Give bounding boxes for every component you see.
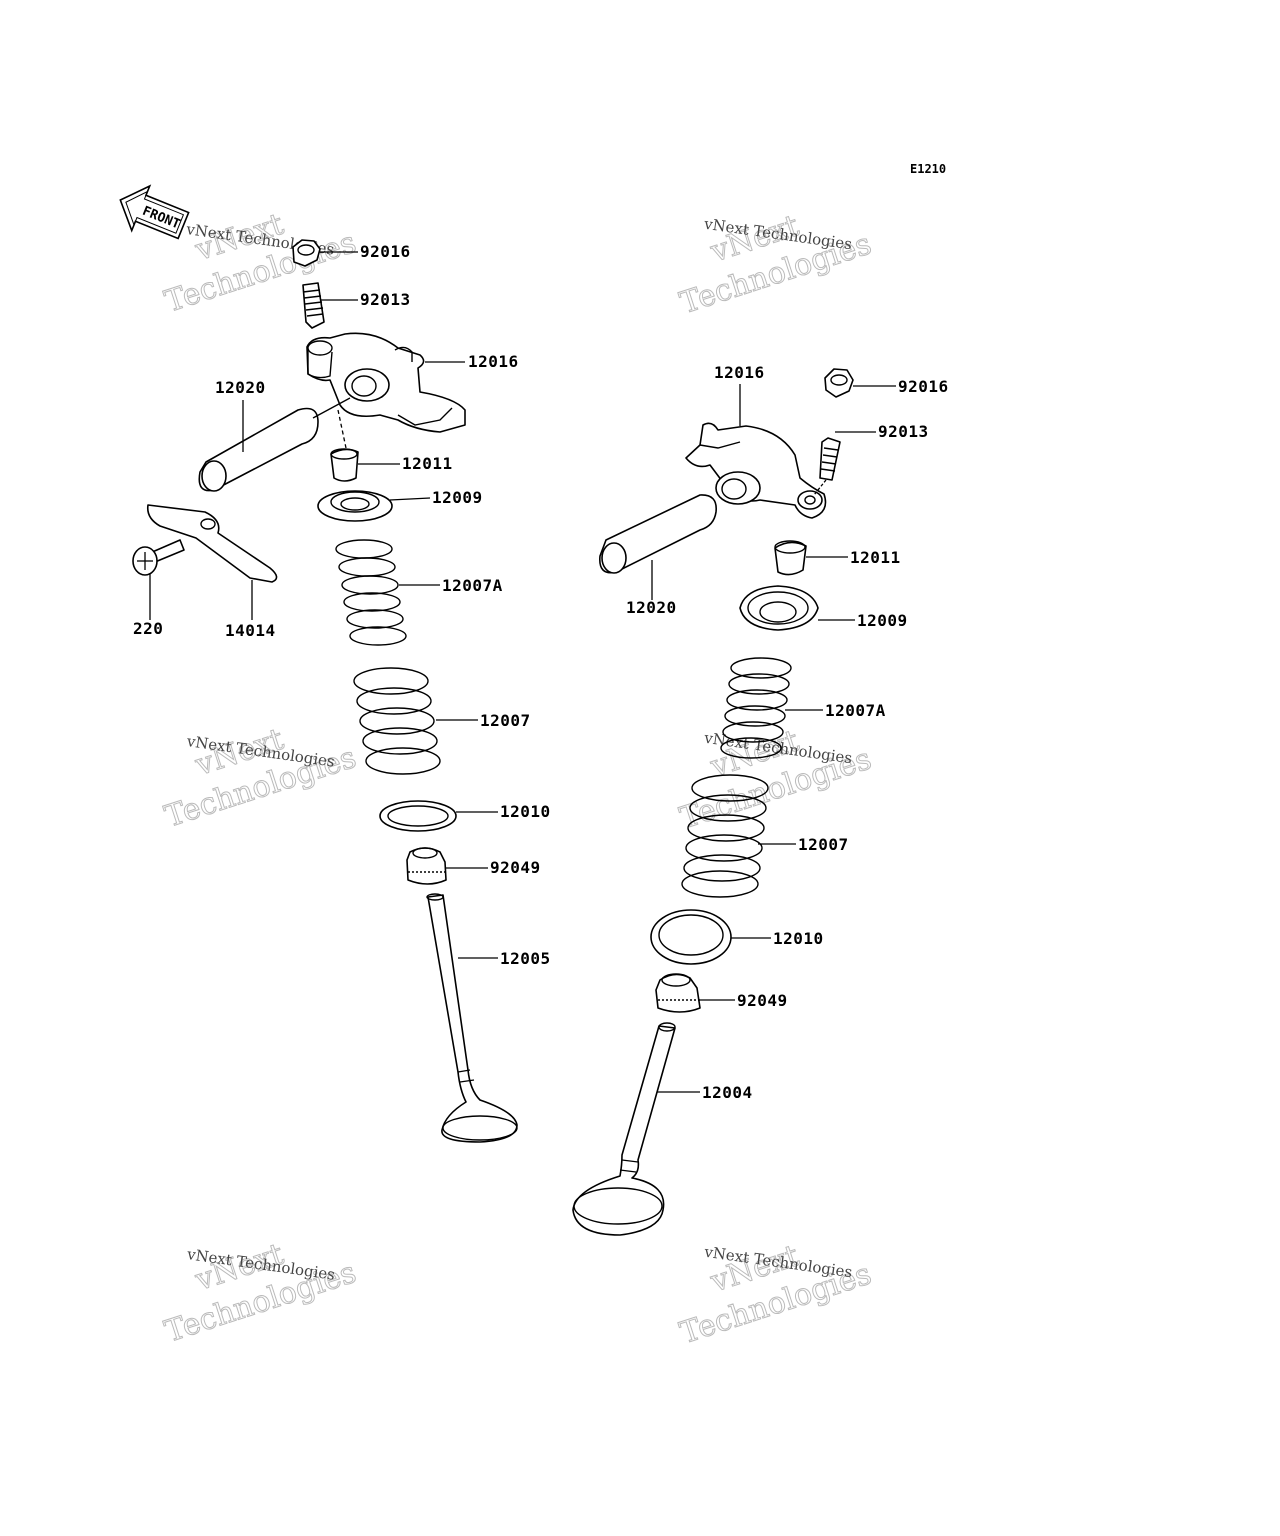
label-rocker-arm-right: 12016 <box>714 363 765 382</box>
nut-right <box>824 368 896 398</box>
label-seal-left: 92049 <box>490 858 541 877</box>
label-inner-spring-left: 12007A <box>442 576 503 595</box>
watermark: vNext Technologies vNext Technologies <box>675 1238 876 1352</box>
adjusting-screw-right <box>813 431 876 496</box>
watermark: vNext Technologies vNext Technologies <box>160 206 361 320</box>
label-seal-right: 92049 <box>737 991 788 1010</box>
label-outer-spring-right: 12007 <box>798 835 849 854</box>
watermark: vNext Technologies vNext Technologies <box>160 721 361 835</box>
label-screw-left: 92013 <box>360 290 411 309</box>
valve-cotter-right <box>774 540 848 576</box>
valve-cotter-left <box>330 409 400 482</box>
rocker-shaft-left <box>198 397 351 492</box>
spring-seat-left <box>379 800 498 832</box>
valve-seal-right <box>655 973 735 1013</box>
front-arrow-icon: FRONT <box>119 184 190 240</box>
label-screw-right: 92013 <box>878 422 929 441</box>
label-seat-left: 12010 <box>500 802 551 821</box>
valve-left <box>426 893 518 1143</box>
watermark: vNext Technologies vNext Technologies <box>675 208 876 322</box>
label-rocker-arm-left: 12016 <box>468 352 519 371</box>
label-nut-left: 92016 <box>360 242 411 261</box>
label-shaft-right: 12020 <box>626 598 677 617</box>
label-cotter-left: 12011 <box>402 454 453 473</box>
watermark: vNext Technologies vNext Technologies <box>160 1236 361 1350</box>
label-retainer-left: 12009 <box>432 488 483 507</box>
rocker-shaft-right <box>599 494 717 600</box>
label-nut-right: 92016 <box>898 377 949 396</box>
outer-spring-left <box>353 667 478 775</box>
bolt-left <box>132 539 185 620</box>
plate-left <box>146 504 278 620</box>
label-valve-left: 12005 <box>500 949 551 968</box>
spring-seat-right <box>650 909 771 965</box>
adjusting-screw-left <box>302 282 358 329</box>
label-shaft-left: 12020 <box>215 378 266 397</box>
label-cotter-right: 12011 <box>850 548 901 567</box>
label-outer-spring-left: 12007 <box>480 711 531 730</box>
inner-spring-left <box>335 539 440 646</box>
nut-left <box>292 239 358 267</box>
label-valve-right: 12004 <box>702 1083 753 1102</box>
spring-retainer-right <box>739 585 855 631</box>
label-bolt-left: 220 <box>133 619 163 638</box>
rocker-arm-right <box>685 384 827 519</box>
outer-spring-right <box>681 774 796 898</box>
rocker-arm-left <box>306 332 466 433</box>
valve-right <box>572 1022 700 1236</box>
label-seat-right: 12010 <box>773 929 824 948</box>
valve-seal-left <box>406 847 488 885</box>
diagram-code: E1210 <box>910 162 946 176</box>
label-plate-left: 14014 <box>225 621 276 640</box>
label-inner-spring-right: 12007A <box>825 701 886 720</box>
inner-spring-right <box>720 657 823 759</box>
label-retainer-right: 12009 <box>857 611 908 630</box>
spring-retainer-left <box>317 490 431 522</box>
